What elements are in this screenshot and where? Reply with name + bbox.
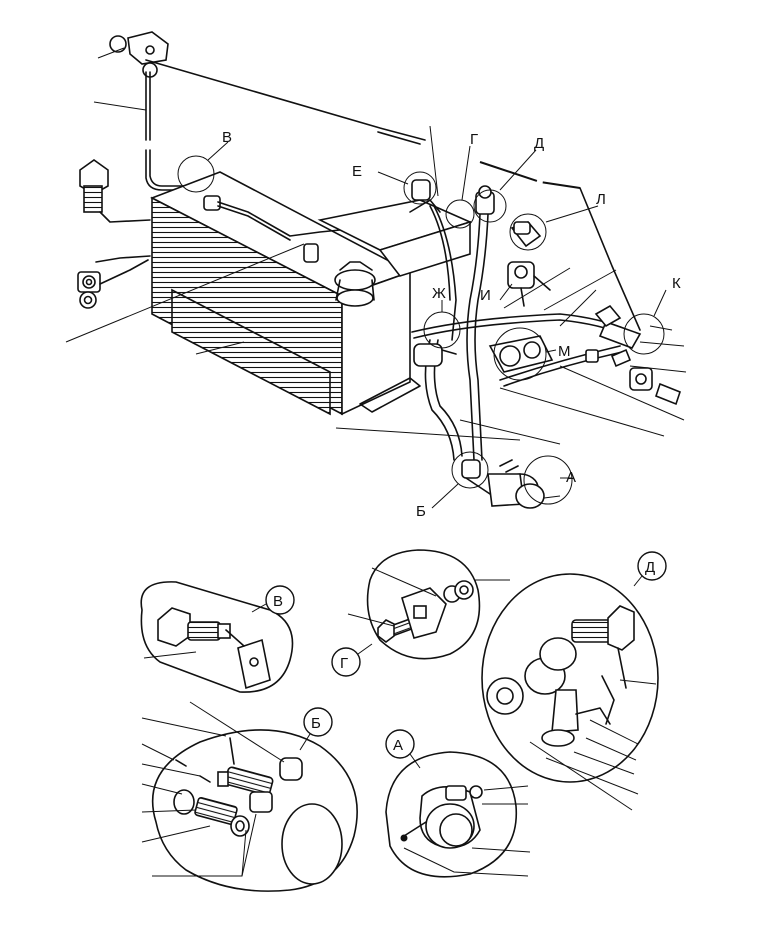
fitting-e	[411, 179, 431, 201]
main-callout-circles	[177, 155, 665, 505]
callout-v: В	[222, 129, 232, 146]
filter-m	[488, 335, 599, 373]
detail-d-label: Д	[645, 559, 655, 576]
callout-zh: Ж	[432, 285, 446, 302]
detail-b: Б	[141, 701, 358, 892]
detail-v-label: В	[273, 593, 283, 610]
callout-g: Г	[470, 131, 478, 148]
callout-l: Л	[596, 191, 606, 208]
detail-b-label: Б	[311, 715, 321, 732]
fitting-d	[475, 185, 495, 215]
detail-g-label: Г	[340, 655, 348, 672]
detail-g: Г	[331, 549, 510, 677]
main-callout-labels: В Г Д Е Л Ж И К М А Б	[222, 129, 681, 520]
callout-e: Е	[352, 163, 362, 180]
detail-a-label: А	[393, 737, 403, 754]
right-small-parts	[610, 348, 681, 406]
fitting-zh	[413, 343, 457, 367]
callout-i: И	[480, 287, 491, 304]
connector-k	[594, 304, 642, 349]
callout-m: М	[558, 343, 571, 360]
detail-d: Д	[481, 551, 667, 811]
washers-left	[77, 271, 101, 309]
callout-b: Б	[416, 503, 426, 520]
detail-v: В	[140, 581, 295, 693]
top-bracket	[109, 31, 169, 78]
tap-i	[507, 261, 551, 307]
callout-d: Д	[534, 135, 544, 152]
detail-a: А	[385, 729, 531, 878]
fuel-tank	[150, 171, 412, 416]
callout-a: А	[566, 469, 576, 486]
fitting-b	[461, 459, 491, 495]
callout-k: К	[672, 275, 681, 292]
valve-l	[510, 221, 542, 248]
bolt-left	[79, 159, 109, 213]
callout-leaders	[207, 141, 667, 509]
main-assembly	[65, 31, 687, 509]
